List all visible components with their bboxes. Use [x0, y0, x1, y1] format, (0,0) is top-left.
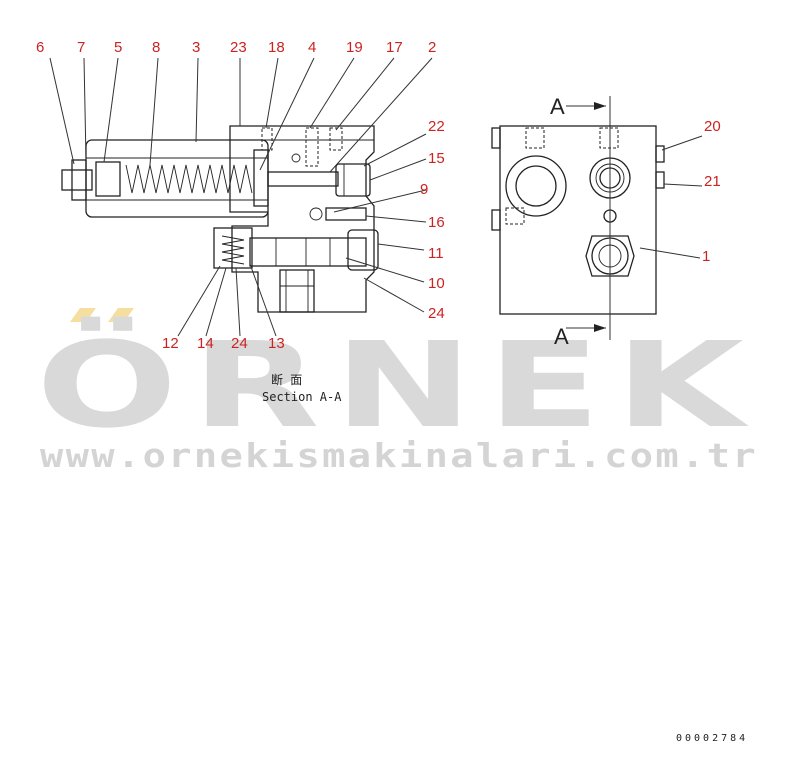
plug-12 [213, 227, 253, 269]
watermark: ÖRNEK www.ornekismakinalari.com.tr [36, 308, 758, 475]
hex-plug [585, 235, 635, 277]
callout-9: 9 [420, 181, 428, 198]
callout-1: 1 [702, 248, 710, 265]
caption-section: Section A-A [262, 390, 342, 404]
ball [309, 207, 323, 221]
plug-15 [335, 163, 371, 197]
callouts-right: 20 21 1 [702, 118, 721, 265]
watermark-accent-left [70, 308, 96, 322]
section-mark-top: A [550, 94, 565, 119]
port-large [505, 155, 567, 217]
watermark-url: www.ornekismakinalari.com.tr [40, 436, 758, 475]
callout-16: 16 [428, 214, 445, 231]
external-view: A A [491, 94, 665, 349]
plug-21 [655, 171, 665, 189]
callout-5: 5 [114, 39, 122, 56]
section-caption: 断 面 Section A-A [262, 372, 342, 404]
section-mark-bottom: A [554, 324, 569, 349]
callout-11: 11 [428, 245, 444, 262]
callout-2: 2 [428, 39, 436, 56]
pilot-spool [267, 171, 339, 187]
spring-seat [95, 161, 121, 197]
adjust-screw [61, 169, 93, 191]
callout-3: 3 [192, 39, 200, 56]
valve-block [499, 125, 657, 315]
leader-lines-right [639, 135, 703, 259]
callout-4: 4 [308, 39, 316, 56]
leader-lines-left [49, 57, 433, 337]
plug-20 [655, 145, 665, 163]
bottom-port [279, 269, 315, 313]
plug-11 [347, 229, 379, 271]
callout-21: 21 [704, 173, 721, 190]
callout-6: 6 [36, 39, 44, 56]
callout-20: 20 [704, 118, 721, 135]
caption-kanji: 断 面 [271, 372, 302, 387]
watermark-accent-right [108, 308, 134, 322]
orifice [325, 207, 367, 221]
callouts-left: 6 7 5 8 3 23 18 4 19 17 2 22 15 9 16 11 … [36, 39, 445, 352]
callout-17: 17 [386, 39, 403, 56]
callout-15: 15 [428, 150, 445, 167]
valve-body [229, 125, 375, 313]
watermark-brand: ÖRNEK [36, 316, 758, 454]
lock-nut [71, 159, 87, 201]
main-spool [249, 237, 367, 267]
callout-12: 12 [162, 335, 179, 352]
callout-8: 8 [152, 39, 160, 56]
callout-24-bottom: 24 [231, 335, 248, 352]
callout-13: 13 [268, 335, 285, 352]
callout-18: 18 [268, 39, 285, 56]
callout-14: 14 [197, 335, 214, 352]
callout-7: 7 [77, 39, 85, 56]
document-number: 00002784 [676, 733, 748, 744]
callout-23: 23 [230, 39, 247, 56]
spring-coils [119, 162, 255, 196]
callout-24-right: 24 [428, 305, 445, 322]
callout-19: 19 [346, 39, 363, 56]
callout-10: 10 [428, 275, 445, 292]
section-view [61, 125, 379, 313]
callout-22: 22 [428, 118, 445, 135]
